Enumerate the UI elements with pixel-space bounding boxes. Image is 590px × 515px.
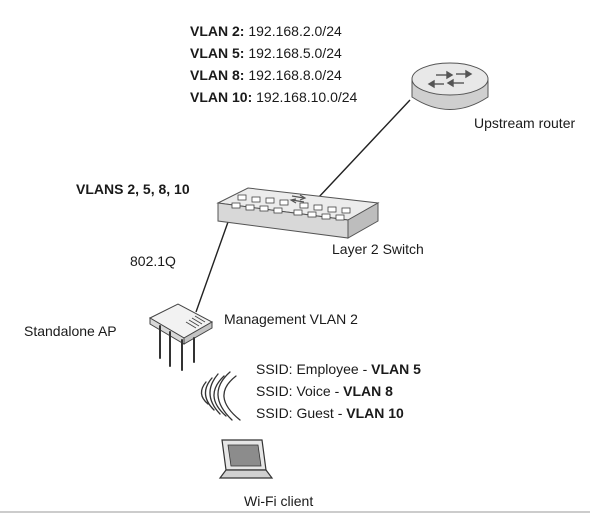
vlan-subnet: 192.168.2.0/24 bbox=[248, 23, 342, 39]
switch-vlans-label: VLANS 2, 5, 8, 10 bbox=[76, 181, 190, 197]
vlan-subnet-row: VLAN 5: 192.168.5.0/24 bbox=[190, 44, 342, 62]
client-label: Wi-Fi client bbox=[244, 493, 314, 509]
ssid-vlan: VLAN 5 bbox=[371, 361, 421, 377]
vlan-subnet: 192.168.10.0/24 bbox=[256, 89, 358, 105]
ssid-vlan: VLAN 10 bbox=[346, 405, 404, 421]
router-switch-link bbox=[317, 99, 411, 199]
ssid-name: SSID: Voice - bbox=[256, 383, 344, 399]
vlan-subnet-row: VLAN 10: 192.168.10.0/24 bbox=[190, 88, 357, 106]
ssid-row: SSID: Employee - VLAN 5 bbox=[256, 360, 421, 378]
ap-label: Standalone AP bbox=[24, 323, 117, 339]
access-point-icon bbox=[148, 303, 214, 371]
trunk-link bbox=[195, 221, 229, 313]
switch-icon bbox=[216, 187, 380, 239]
vlan-id: VLAN 8: bbox=[190, 67, 245, 83]
switch-label: Layer 2 Switch bbox=[332, 241, 424, 257]
ssid-name: SSID: Employee - bbox=[256, 361, 372, 377]
laptop-icon bbox=[218, 439, 274, 479]
ssid-row: SSID: Voice - VLAN 8 bbox=[256, 382, 393, 400]
wifi-signal-icon bbox=[200, 371, 241, 421]
management-vlan-label: Management VLAN 2 bbox=[224, 311, 358, 327]
ssid-vlan: VLAN 8 bbox=[343, 383, 393, 399]
ssid-name: SSID: Guest - bbox=[256, 405, 347, 421]
vlan-id: VLAN 10: bbox=[190, 89, 253, 105]
router-label: Upstream router bbox=[474, 115, 576, 131]
vlan-subnet-row: VLAN 8: 192.168.8.0/24 bbox=[190, 66, 342, 84]
vlan-subnet: 192.168.5.0/24 bbox=[248, 45, 342, 61]
vlan-id: VLAN 5: bbox=[190, 45, 245, 61]
vlan-id: VLAN 2: bbox=[190, 23, 245, 39]
ssid-row: SSID: Guest - VLAN 10 bbox=[256, 404, 404, 422]
trunk-label: 802.1Q bbox=[130, 253, 176, 269]
vlan-subnet-row: VLAN 2: 192.168.2.0/24 bbox=[190, 22, 342, 40]
vlan-subnet: 192.168.8.0/24 bbox=[248, 67, 342, 83]
router-icon bbox=[411, 62, 489, 110]
